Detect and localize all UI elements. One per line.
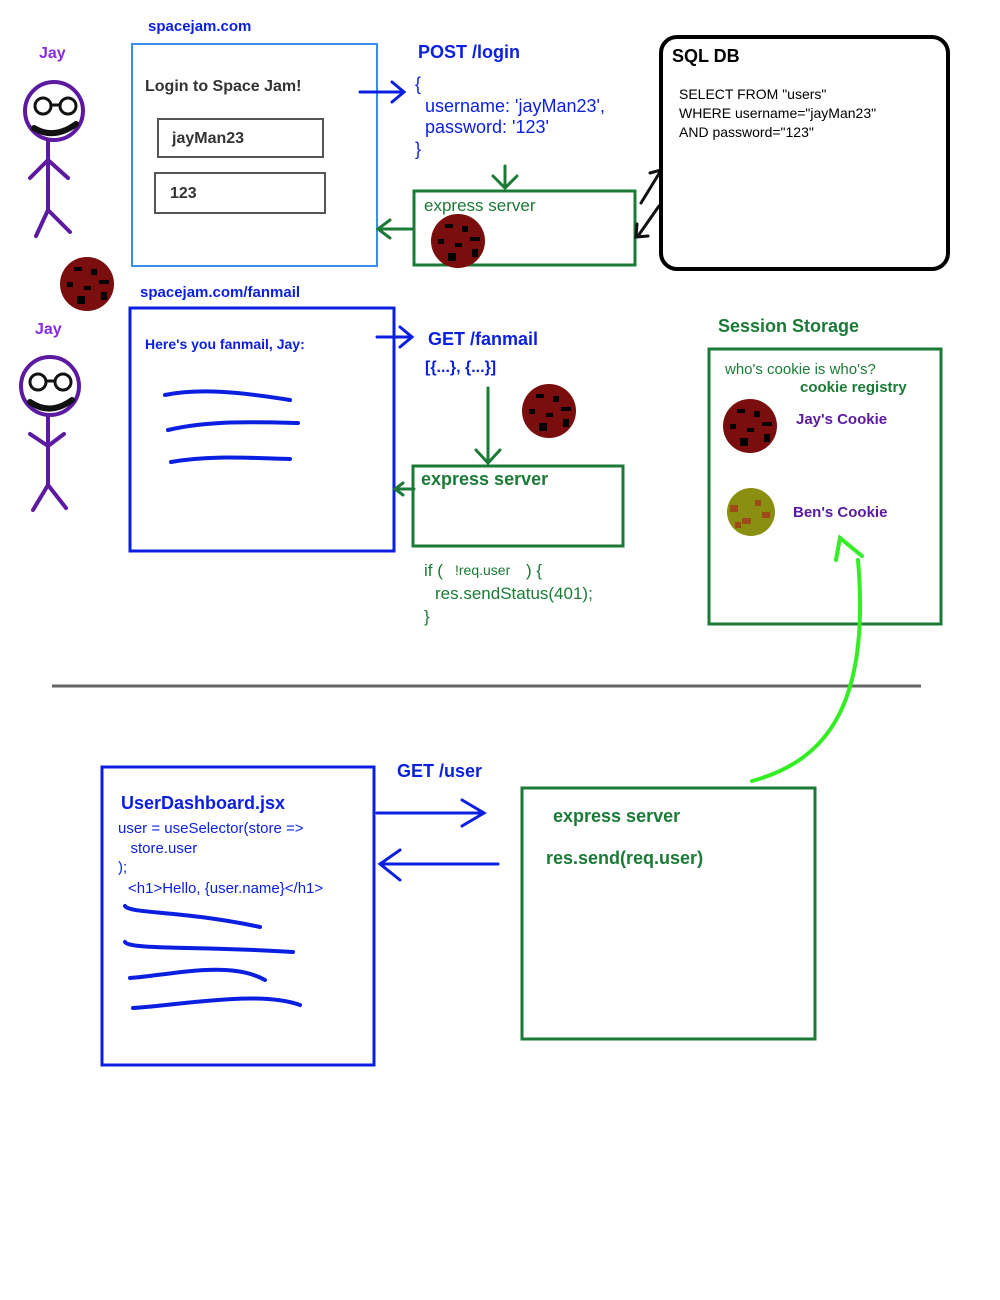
code-close: }	[424, 607, 430, 626]
browser-window-login	[131, 43, 378, 267]
username-value: jayMan23	[172, 130, 245, 147]
sql-db-box	[659, 35, 950, 271]
login-title: Login to Space Jam!	[145, 78, 302, 95]
arrow-request-to-server	[491, 164, 519, 191]
cookie-icon	[60, 257, 114, 311]
session-entry-ben: Ben's Cookie	[793, 504, 888, 521]
request-label: POST /login	[418, 42, 520, 62]
dashboard-jsx: <h1>Hello, {user.name}</h1>	[128, 880, 324, 897]
arrow-dashboard-to-server	[375, 798, 487, 828]
session-question: who's cookie is who's?	[725, 361, 876, 378]
cookie-icon	[522, 384, 576, 438]
express-server-box-2	[411, 464, 625, 548]
fanmail-heading: Here's you fanmail, Jay:	[145, 336, 305, 352]
server-label: express server	[421, 469, 549, 489]
express-server-box-1	[412, 189, 637, 267]
arrow-server-to-dashboard	[377, 848, 500, 882]
dashboard-file-name: UserDashboard.jsx	[121, 793, 286, 813]
user-name-label: Jay	[39, 45, 66, 62]
arrow-login-to-request	[358, 80, 407, 104]
cookie-icon	[431, 214, 485, 268]
arrow-server-to-session	[750, 534, 864, 783]
request-label: GET /fanmail	[428, 329, 539, 349]
session-storage-title: Session Storage	[718, 316, 860, 336]
fanmail-scribbles	[163, 389, 300, 464]
user-name-label: Jay	[35, 321, 62, 338]
arrow-server-to-login	[375, 218, 414, 240]
dashboard-code: user = useSelector(store => store.user )…	[118, 820, 304, 876]
arrow-server-to-fanmail	[392, 481, 416, 497]
username-input[interactable]	[157, 118, 324, 158]
response-body: [{...}, {...}]	[425, 359, 497, 376]
db-query: SELECT FROM "users" WHERE username="jayM…	[679, 86, 877, 140]
session-storage-box	[707, 347, 943, 626]
cookie-icon	[723, 399, 777, 453]
code-send-status: res.sendStatus(401);	[435, 584, 593, 603]
browser-url[interactable]: spacejam.com	[148, 18, 252, 35]
password-value: 123	[170, 185, 197, 202]
arrow-fanmail-request-to-server	[474, 386, 502, 466]
stick-figure-jay-2	[19, 355, 81, 512]
request-body: { username: 'jayMan23', password: '123' …	[415, 74, 605, 159]
db-title: SQL DB	[672, 46, 740, 66]
code-condition: !req.user	[455, 562, 511, 578]
code-paren: ) {	[526, 561, 543, 580]
cookie-olive-icon	[727, 488, 775, 536]
request-label: GET /user	[397, 761, 483, 781]
server-code: res.send(req.user)	[546, 848, 704, 868]
code-if: if (	[424, 561, 443, 580]
server-label: express server	[553, 806, 681, 826]
password-input[interactable]	[154, 172, 326, 214]
express-server-box-3	[520, 786, 817, 1041]
arrow-fanmail-to-request	[375, 325, 415, 349]
browser-window-fanmail	[128, 306, 396, 553]
user-dashboard-box	[100, 765, 376, 1067]
dashboard-scribbles	[123, 904, 302, 1010]
browser-url[interactable]: spacejam.com/fanmail	[140, 284, 301, 301]
server-label: express server	[424, 196, 536, 215]
cookie-registry-label: cookie registry	[800, 379, 907, 396]
stick-figure-jay-1	[23, 80, 85, 238]
session-entry-jay: Jay's Cookie	[796, 411, 888, 428]
arrows-server-db	[634, 168, 663, 239]
